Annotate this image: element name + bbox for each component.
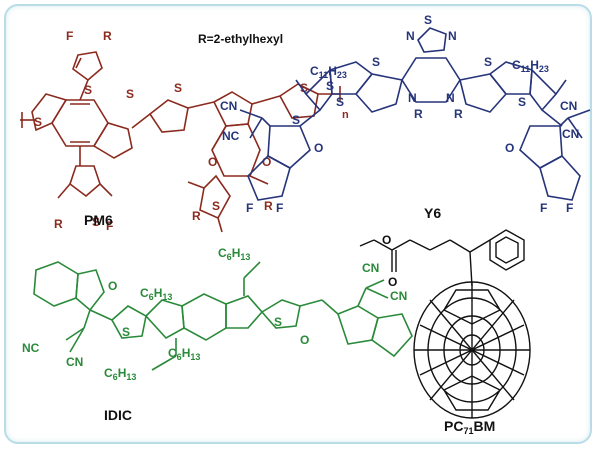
pc71bm-label-end: BM: [473, 418, 496, 434]
pm6-label: PM6: [84, 212, 113, 228]
pm6-atom-r: R: [264, 199, 273, 213]
y6-atom-o: O: [314, 141, 323, 155]
y6-atom-f: F: [540, 201, 547, 215]
pc71bm-label-main: PC: [444, 418, 464, 434]
pm6-atom-s: S: [126, 87, 134, 101]
pm6-repeat-n: n: [342, 109, 349, 121]
idic-structure: [33, 261, 413, 371]
y6-c11h23-right: C11H23: [512, 58, 549, 74]
idic-c6h13-4: C6H13: [104, 366, 137, 382]
y6-atom-labels: S N N S S N N R R S S S S CN NC O F F CN…: [220, 13, 579, 215]
y6-atom-s: S: [372, 55, 380, 69]
idic-c6h13-2: C6H13: [140, 286, 173, 302]
idic-atom-o: O: [108, 279, 117, 293]
y6-atom-f: F: [276, 201, 283, 215]
pm6-atom-f-bottom: F: [106, 219, 113, 233]
y6-atom-n: N: [448, 29, 457, 43]
idic-c6h13-1: C6H13: [218, 246, 251, 262]
y6-cyano-left-bottom: NC: [222, 129, 240, 143]
pc71bm-label: PC71BM: [444, 418, 495, 436]
pc71bm-atom-o: O: [382, 233, 391, 247]
y6-label: Y6: [424, 205, 442, 221]
pm6-atom-r: R: [192, 209, 201, 223]
y6-atom-s: S: [518, 95, 526, 109]
y6-atom-s: S: [292, 113, 300, 127]
pm6-atom-o: O: [262, 155, 271, 169]
pm6-atom-s: S: [34, 115, 42, 129]
y6-atom-o: O: [505, 141, 514, 155]
y6-atom-r: R: [414, 107, 423, 121]
idic-atom-s: S: [122, 325, 130, 339]
y6-cyano-left-top: CN: [220, 99, 237, 113]
y6-atom-n: N: [408, 91, 417, 105]
idic-c6h13-3: C6H13: [168, 346, 201, 362]
y6-atom-n: N: [446, 91, 455, 105]
pc71bm-structure: [359, 229, 531, 419]
idic-cyano-right: CN: [362, 261, 379, 275]
y6-cyano-right-top: CN: [560, 99, 577, 113]
pm6-atom-r-bottom: R: [54, 217, 63, 231]
y6-c11h23-left: C11H23: [310, 64, 347, 80]
y6-atom-f: F: [566, 201, 573, 215]
pm6-atom-s: S: [212, 199, 220, 213]
idic-cyano-left: NC: [22, 341, 40, 355]
pm6-atom-labels: F R S S S S S R F O O R S R S n: [34, 29, 349, 233]
pm6-atom-s: S: [174, 81, 182, 95]
pm6-atom-r-top: R: [103, 29, 112, 43]
pm6-atom-f-top: F: [66, 29, 73, 43]
y6-atom-s: S: [484, 55, 492, 69]
y6-structure: [239, 27, 591, 201]
y6-atom-f: F: [246, 201, 253, 215]
figure-frame: [4, 4, 592, 444]
y6-atom-s: S: [424, 13, 432, 27]
r-group-definition: R=2-ethylhexyl: [198, 32, 284, 46]
idic-atom-labels: O NC CN S S CN CN O: [22, 261, 407, 369]
idic-atom-s: S: [274, 315, 282, 329]
y6-atom-r: R: [454, 107, 463, 121]
pc71bm-label-sub: 71: [463, 426, 474, 436]
pm6-atom-s: S: [84, 83, 92, 97]
pc71bm-atom-labels: O O: [382, 233, 397, 289]
idic-cyano-left: CN: [66, 355, 83, 369]
pm6-atom-o: O: [208, 155, 217, 169]
y6-atom-s: S: [336, 95, 344, 109]
idic-atom-o: O: [300, 333, 309, 347]
pc71bm-atom-o: O: [388, 275, 397, 289]
y6-cyano-right-bottom: CN: [562, 127, 579, 141]
y6-atom-n: N: [406, 29, 415, 43]
y6-atom-s: S: [326, 79, 334, 93]
pm6-structure: [20, 51, 341, 233]
pm6-atom-s: S: [300, 81, 308, 95]
pm6-atom-s: S: [92, 215, 100, 229]
idic-label: IDIC: [104, 407, 132, 423]
idic-cyano-right: CN: [390, 289, 407, 303]
